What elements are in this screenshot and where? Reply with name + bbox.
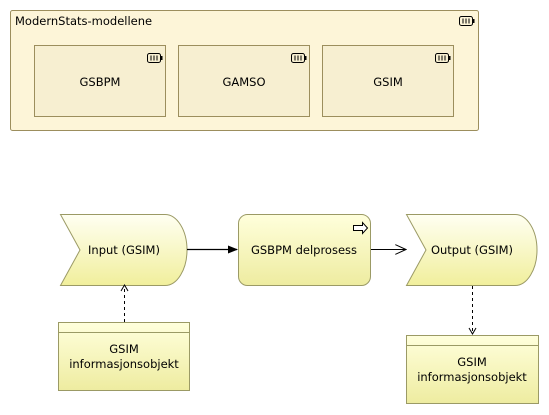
- access-arrow-data-to-input[interactable]: [120, 284, 129, 322]
- process-gsbpm-delprosess[interactable]: GSBPM delprosess: [238, 214, 371, 286]
- input-event[interactable]: Input (GSIM): [59, 214, 188, 286]
- data-object-right-line1: GSIM: [457, 355, 487, 369]
- component-icon: [459, 16, 475, 26]
- component-icon: [147, 53, 163, 63]
- model-gsbpm[interactable]: GSBPM: [34, 45, 166, 117]
- input-event-label: Input (GSIM): [88, 243, 160, 257]
- model-gamso[interactable]: GAMSO: [178, 45, 310, 117]
- component-icon: [291, 53, 307, 63]
- process-arrow-icon: [353, 221, 369, 235]
- group-title: ModernStats-modellene: [15, 14, 152, 28]
- process-label: GSBPM delprosess: [251, 243, 357, 257]
- data-object-left[interactable]: GSIM informasjonsobjekt: [58, 322, 190, 391]
- output-event-label: Output (GSIM): [431, 243, 513, 257]
- data-object-right[interactable]: GSIM informasjonsobjekt: [406, 335, 539, 404]
- data-object-left-line1: GSIM: [109, 342, 139, 356]
- output-event[interactable]: Output (GSIM): [405, 214, 538, 286]
- data-object-left-line2: informasjonsobjekt: [69, 357, 179, 371]
- model-gsim-label: GSIM: [373, 75, 403, 89]
- model-gsbpm-label: GSBPM: [80, 75, 121, 89]
- data-object-right-line2: informasjonsobjekt: [417, 370, 527, 384]
- model-gsim[interactable]: GSIM: [322, 45, 454, 117]
- component-icon: [435, 53, 451, 63]
- access-arrow-output-to-data[interactable]: [468, 286, 477, 335]
- model-gamso-label: GAMSO: [222, 75, 265, 89]
